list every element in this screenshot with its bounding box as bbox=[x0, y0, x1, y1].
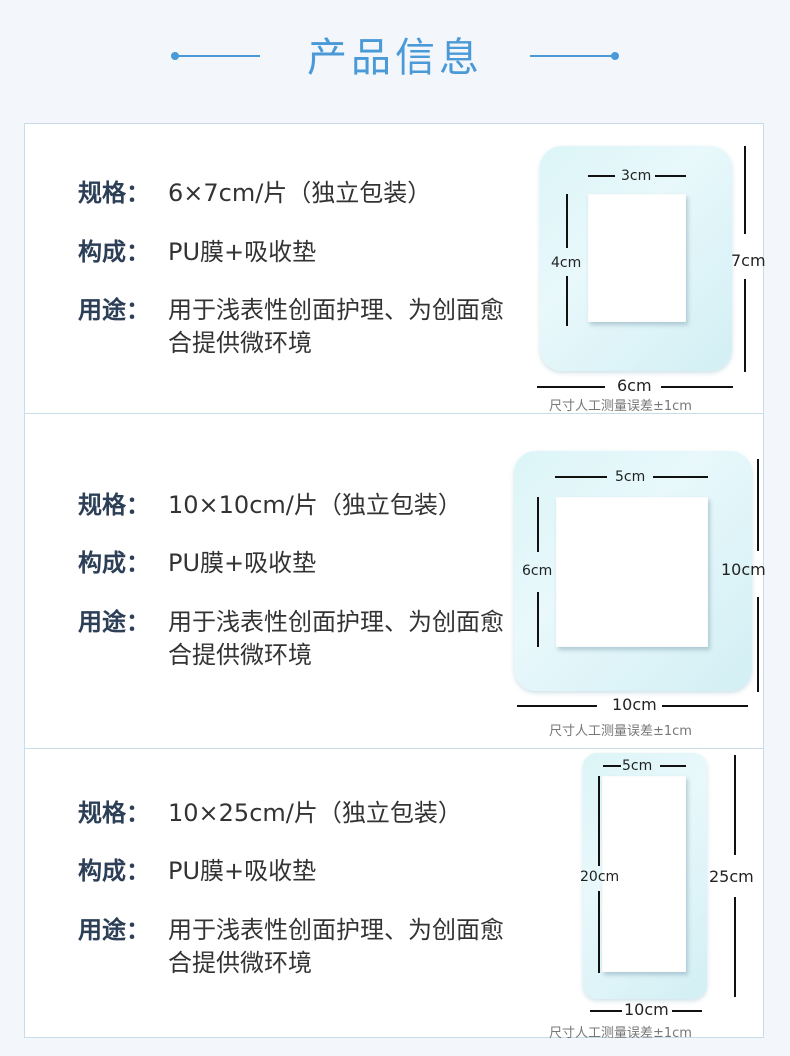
absorbent-pad bbox=[556, 497, 708, 647]
page-title: 产品信息 bbox=[307, 35, 483, 81]
outer-width-label: 10cm bbox=[612, 695, 657, 714]
spec-value: 6×7cm/片（独立包装） bbox=[168, 179, 432, 207]
spec-label: 规格： bbox=[78, 799, 150, 827]
product-section-10x10: 规格： 10×10cm/片（独立包装） 构成： PU膜+吸收垫 用途： 用于浅表… bbox=[25, 414, 766, 748]
measurement-note: 尺寸人工测量误差±1cm bbox=[549, 399, 692, 414]
absorbent-pad bbox=[602, 776, 686, 972]
section-divider bbox=[25, 748, 763, 749]
outer-height-label: 7cm bbox=[731, 251, 766, 270]
composition-label: 构成： bbox=[78, 857, 150, 885]
spec-label: 规格： bbox=[78, 491, 150, 519]
measurement-note: 尺寸人工测量误差±1cm bbox=[549, 1026, 692, 1041]
composition-value: PU膜+吸收垫 bbox=[168, 238, 317, 266]
left-line-decoration bbox=[175, 55, 260, 57]
usage-label: 用途： bbox=[78, 916, 150, 944]
inner-height-label: 6cm bbox=[522, 563, 553, 579]
composition-label: 构成： bbox=[78, 238, 150, 266]
composition-value: PU膜+吸收垫 bbox=[168, 857, 317, 885]
inner-width-label: 3cm bbox=[621, 168, 652, 184]
usage-value: 用于浅表性创面护理、为创面愈合提供微环境 bbox=[168, 608, 504, 669]
section-divider bbox=[25, 413, 763, 414]
outer-height-label: 10cm bbox=[721, 560, 766, 579]
outer-height-label: 25cm bbox=[709, 867, 754, 886]
spec-value: 10×10cm/片（独立包装） bbox=[168, 491, 462, 519]
usage-label: 用途： bbox=[78, 296, 150, 324]
page-header: 产品信息 bbox=[0, 0, 790, 120]
measurement-note: 尺寸人工测量误差±1cm bbox=[549, 724, 692, 739]
spec-label: 规格： bbox=[78, 179, 150, 207]
outer-width-label: 6cm bbox=[617, 376, 652, 395]
inner-width-label: 5cm bbox=[622, 758, 653, 774]
product-info-panel: 规格： 6×7cm/片（独立包装） 构成： PU膜+吸收垫 用途： 用于浅表性创… bbox=[24, 123, 766, 1041]
composition-label: 构成： bbox=[78, 549, 150, 577]
absorbent-pad bbox=[588, 194, 686, 322]
product-section-10x25: 规格： 10×25cm/片（独立包装） 构成： PU膜+吸收垫 用途： 用于浅表… bbox=[25, 749, 763, 1041]
usage-label: 用途： bbox=[78, 608, 150, 636]
outer-width-label: 10cm bbox=[624, 1000, 669, 1019]
usage-value: 用于浅表性创面护理、为创面愈合提供微环境 bbox=[168, 296, 504, 357]
composition-value: PU膜+吸收垫 bbox=[168, 549, 317, 577]
inner-height-label: 4cm bbox=[551, 255, 582, 271]
usage-value: 用于浅表性创面护理、为创面愈合提供微环境 bbox=[168, 916, 504, 977]
spec-value: 10×25cm/片（独立包装） bbox=[168, 799, 462, 827]
inner-width-label: 5cm bbox=[615, 469, 646, 485]
inner-height-label: 20cm bbox=[580, 869, 620, 885]
right-line-decoration bbox=[530, 55, 615, 57]
right-dot-decoration bbox=[611, 52, 619, 60]
product-section-6x7: 规格： 6×7cm/片（独立包装） 构成： PU膜+吸收垫 用途： 用于浅表性创… bbox=[25, 124, 766, 414]
